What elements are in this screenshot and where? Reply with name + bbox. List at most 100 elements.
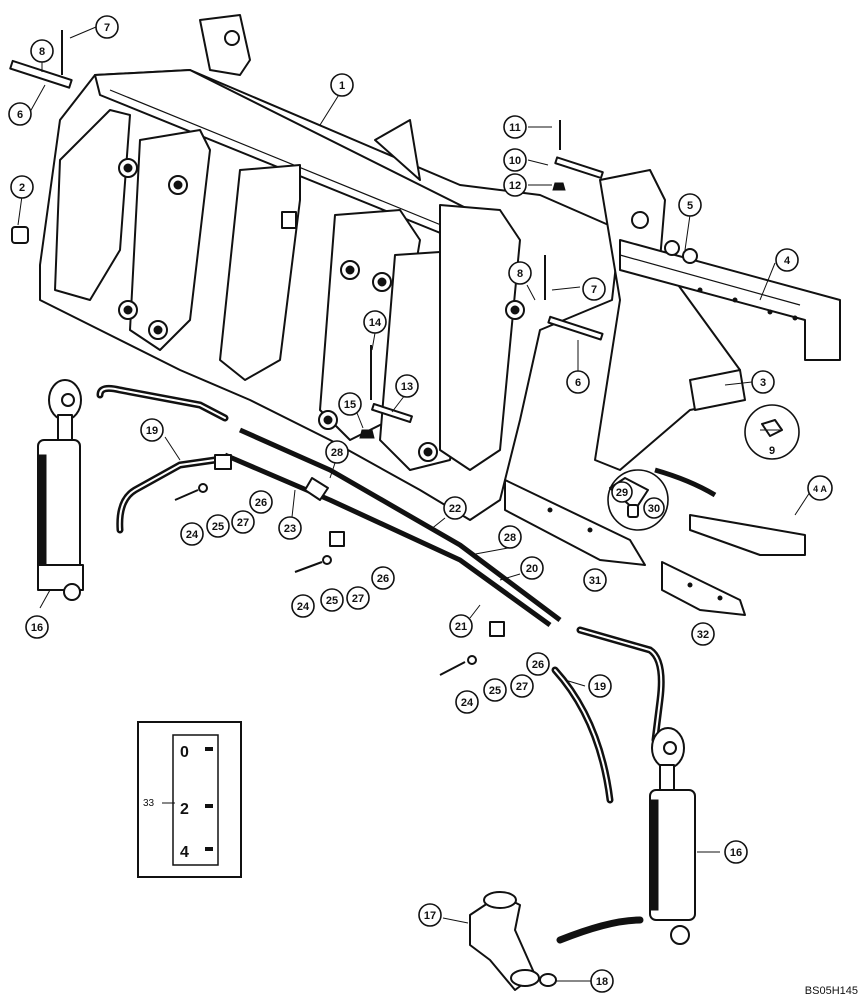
callout-23: 23 (278, 516, 302, 540)
callout-27-a: 27 (231, 510, 255, 534)
callout-9: 9 (769, 445, 775, 457)
callout-16-left: 16 (25, 615, 49, 639)
svg-text:25: 25 (212, 521, 224, 533)
callout-25-a: 25 (206, 514, 230, 538)
svg-text:19: 19 (146, 425, 158, 437)
right-cylinder (649, 727, 696, 945)
callout-26-c: 26 (526, 652, 550, 676)
callout-24-a: 24 (180, 522, 204, 546)
gauge-mark-2: 2 (180, 801, 189, 818)
pins-and-bushings (9, 30, 783, 439)
svg-text:6: 6 (17, 109, 23, 121)
callout-26-a: 26 (249, 490, 273, 514)
gauge-callout: 33 (143, 798, 155, 809)
leader-lines (17, 26, 811, 982)
callout-13: 13 (395, 374, 419, 398)
callout-29: 29 (611, 481, 633, 503)
svg-text:11: 11 (509, 122, 521, 134)
callout-28-a: 28 (325, 440, 349, 464)
svg-text:29: 29 (616, 487, 628, 499)
callout-10: 10 (503, 148, 527, 172)
callout-6-right: 6 (566, 370, 590, 394)
svg-text:31: 31 (589, 575, 601, 587)
callout-6-left: 6 (8, 102, 32, 126)
level-gauge: 0 2 4 33 (137, 721, 242, 878)
callout-bubbles: 1 2 3 4 4 A 5 6 6 7 7 8 8 9 10 11 12 13 … (8, 15, 833, 993)
svg-text:27: 27 (516, 681, 528, 693)
svg-text:4 A: 4 A (813, 484, 827, 494)
svg-text:25: 25 (326, 595, 338, 607)
svg-text:28: 28 (331, 447, 343, 459)
svg-text:2: 2 (19, 182, 25, 194)
svg-text:10: 10 (509, 155, 521, 167)
callout-12: 12 (503, 173, 527, 197)
callout-4: 4 (775, 248, 799, 272)
svg-text:6: 6 (575, 377, 581, 389)
svg-text:26: 26 (532, 659, 544, 671)
callout-19-left: 19 (140, 418, 164, 442)
callout-8-right: 8 (508, 261, 532, 285)
svg-text:7: 7 (591, 284, 597, 296)
callout-22: 22 (443, 496, 467, 520)
callout-28-b: 28 (498, 525, 522, 549)
hydraulic-lines (96, 384, 665, 944)
callout-4a: 4 A (807, 475, 833, 501)
gauge-mark-0: 0 (180, 744, 189, 761)
callout-15: 15 (338, 392, 362, 416)
callout-19-right: 19 (588, 674, 612, 698)
callout-16-right: 16 (724, 840, 748, 864)
callout-7-right: 7 (582, 277, 606, 301)
svg-text:27: 27 (237, 517, 249, 529)
svg-text:20: 20 (526, 563, 538, 575)
svg-text:28: 28 (504, 532, 516, 544)
svg-text:14: 14 (369, 317, 382, 329)
left-cylinder (37, 379, 84, 601)
callout-30: 30 (643, 497, 665, 519)
svg-text:18: 18 (596, 976, 608, 988)
svg-text:4: 4 (784, 255, 791, 267)
callout-24-b: 24 (291, 594, 315, 618)
callout-27-c: 27 (510, 674, 534, 698)
svg-text:7: 7 (104, 22, 110, 34)
svg-text:13: 13 (401, 381, 413, 393)
svg-text:32: 32 (697, 629, 709, 641)
svg-text:17: 17 (424, 910, 436, 922)
svg-text:8: 8 (39, 46, 45, 58)
figure-reference: BS05H145 (805, 985, 858, 997)
bucket-assembly (39, 14, 621, 521)
callout-18: 18 (590, 969, 614, 993)
callout-25-b: 25 (320, 588, 344, 612)
svg-text:21: 21 (455, 621, 467, 633)
elbow-fitting (469, 891, 557, 991)
svg-text:16: 16 (730, 847, 742, 859)
callout-25-c: 25 (483, 678, 507, 702)
svg-text:27: 27 (352, 593, 364, 605)
svg-text:25: 25 (489, 685, 501, 697)
callout-2: 2 (10, 175, 34, 199)
svg-text:16: 16 (31, 622, 43, 634)
callout-17: 17 (418, 903, 442, 927)
svg-text:24: 24 (186, 529, 199, 541)
callout-20: 20 (520, 556, 544, 580)
callout-21: 21 (449, 614, 473, 638)
svg-text:8: 8 (517, 268, 523, 280)
callout-5: 5 (678, 193, 702, 217)
svg-text:3: 3 (760, 377, 766, 389)
callout-32: 32 (691, 622, 715, 646)
svg-text:22: 22 (449, 503, 461, 515)
gauge-mark-4: 4 (180, 844, 189, 861)
svg-text:1: 1 (339, 80, 345, 92)
svg-text:5: 5 (687, 200, 693, 212)
callout-27-b: 27 (346, 586, 370, 610)
svg-text:12: 12 (509, 180, 521, 192)
callout-1: 1 (330, 73, 354, 97)
wear-plate (619, 239, 841, 361)
svg-text:24: 24 (297, 601, 310, 613)
svg-text:26: 26 (255, 497, 267, 509)
callout-11: 11 (503, 115, 527, 139)
svg-text:9: 9 (769, 445, 775, 457)
callout-31: 31 (583, 568, 607, 592)
side-bracket (594, 169, 746, 471)
